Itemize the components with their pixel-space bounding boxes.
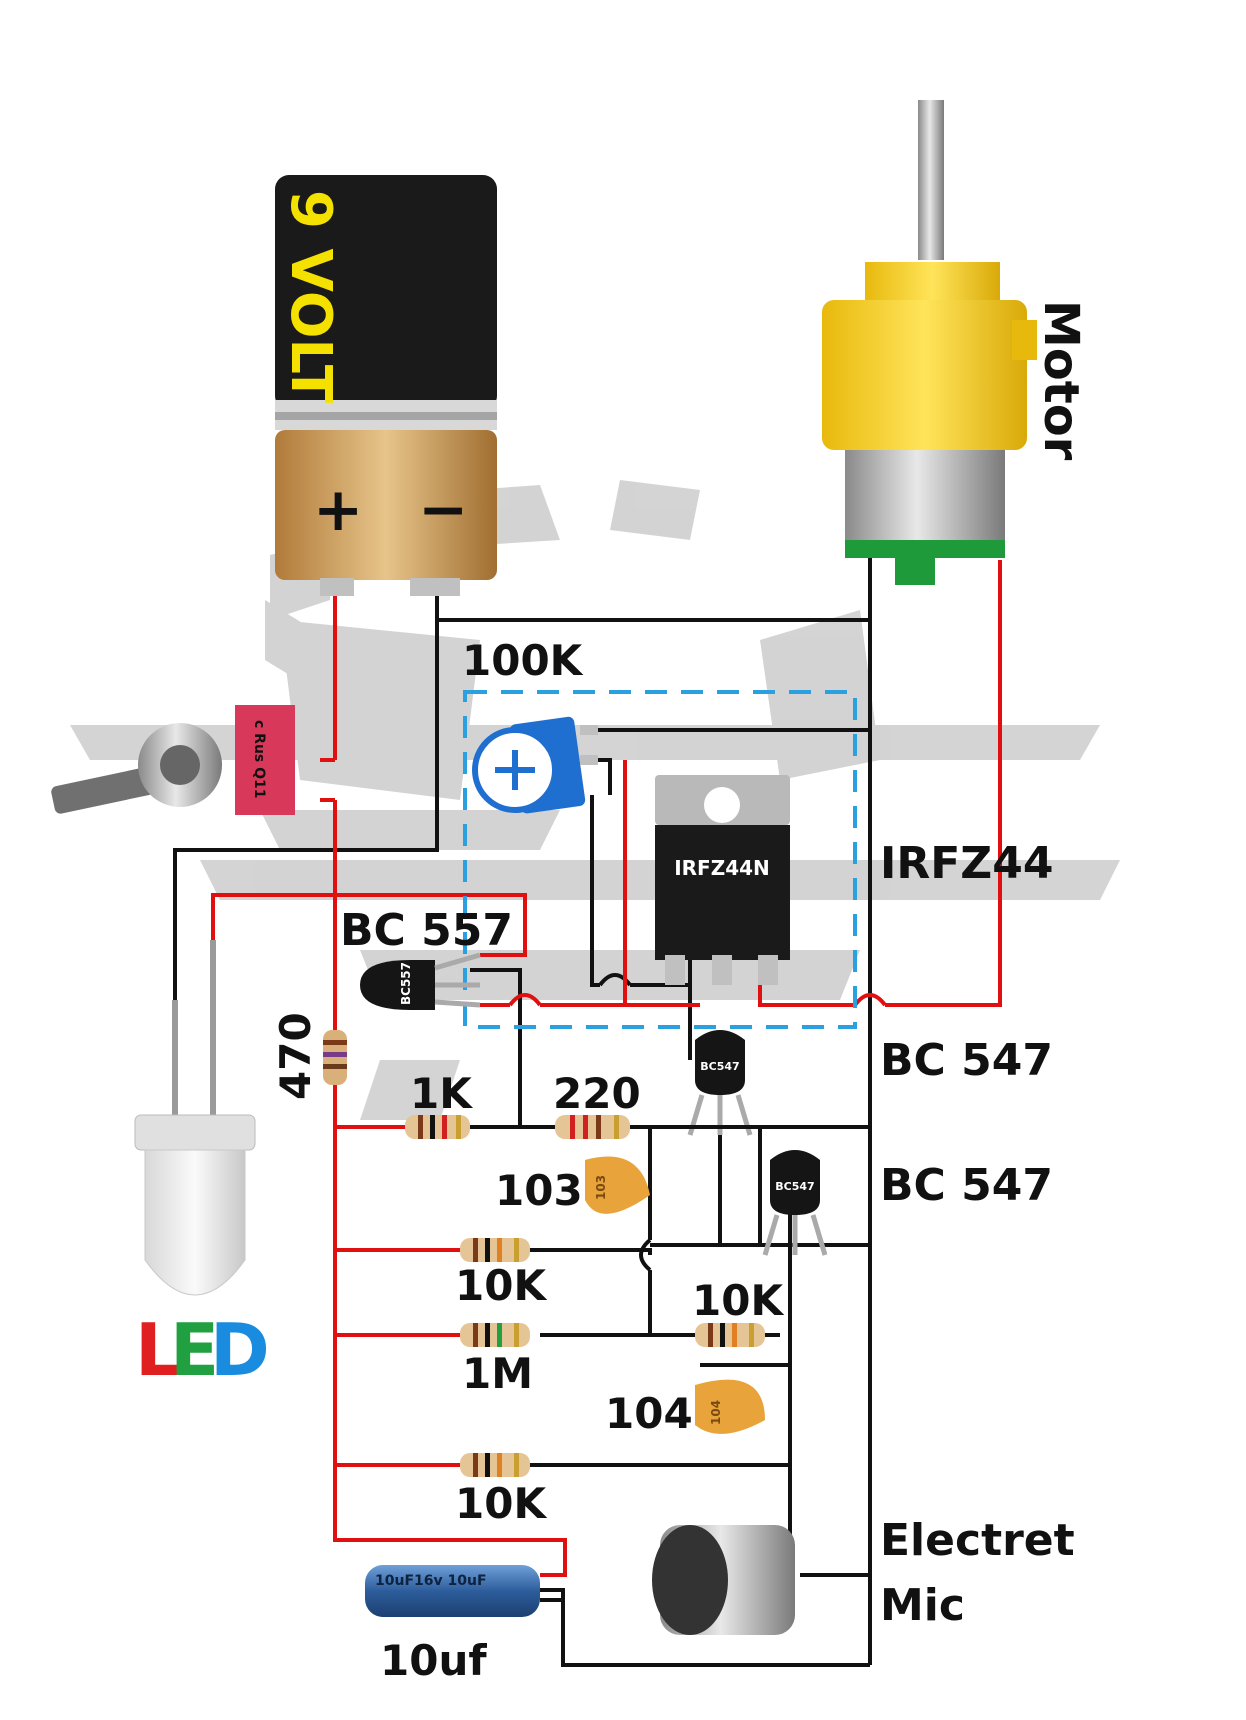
- capacitor-10uf: 10uF16v 10uF: [365, 1565, 540, 1617]
- led-letter-l: L: [135, 1308, 181, 1392]
- resistor-10k-c: [460, 1453, 530, 1477]
- battery-label: 9 VOLT: [278, 190, 343, 403]
- mosfet-label: IRFZ44: [880, 838, 1053, 889]
- bc557-body-text: BC557: [399, 962, 413, 1005]
- mic-label-line1: Electret: [880, 1515, 1075, 1566]
- bc547-1-body-text: BC547: [700, 1060, 739, 1073]
- mic-label-line2: Mic: [880, 1580, 965, 1631]
- battery-plus-sign: +: [313, 475, 363, 545]
- cap10-label: 10uf: [380, 1636, 487, 1685]
- transistor-bc547-2: BC547: [762, 1150, 828, 1256]
- r470-label: 470: [271, 1012, 320, 1100]
- resistor-10k-b: [695, 1323, 765, 1347]
- switch-body-text: c Rus Q11: [251, 720, 267, 799]
- r10k-c-label: 10K: [455, 1479, 547, 1528]
- resistor-10k-a: [460, 1238, 530, 1262]
- resistor-1k: [405, 1115, 470, 1139]
- toggle-switch[interactable]: c Rus Q11: [50, 705, 295, 815]
- cap10-body-text: 10uF16v 10uF: [375, 1573, 487, 1589]
- motor-label: Motor: [1033, 300, 1089, 461]
- c103-label: 103: [495, 1166, 583, 1215]
- bc557-label: BC 557: [340, 905, 513, 956]
- motor: Motor: [822, 100, 1089, 585]
- c103-body-text: 103: [594, 1175, 608, 1200]
- transistor-bc557: BC557: [360, 952, 481, 1010]
- bc547-2-label: BC 547: [880, 1160, 1053, 1211]
- c104-body-text: 104: [709, 1400, 723, 1425]
- resistor-470: [323, 1030, 347, 1085]
- c104-label: 104: [605, 1389, 693, 1438]
- mosfet-body-text: IRFZ44N: [674, 856, 770, 880]
- led-letter-e: E: [170, 1308, 219, 1392]
- electret-mic: [652, 1525, 795, 1635]
- potentiometer-100k[interactable]: [472, 716, 598, 814]
- r10k-a-label: 10K: [455, 1261, 547, 1310]
- resistor-220: [555, 1115, 630, 1139]
- battery-minus-sign: −: [418, 475, 468, 545]
- pot-label: 100K: [462, 636, 584, 685]
- bc547-2-body-text: BC547: [775, 1180, 814, 1193]
- r10k-b-label: 10K: [692, 1276, 784, 1325]
- transistor-bc547-1: BC547: [687, 1030, 753, 1136]
- watermark-logo: [70, 480, 1120, 1120]
- bc547-1-label: BC 547: [880, 1035, 1053, 1086]
- capacitor-104: 104: [695, 1379, 765, 1434]
- led-letter-d: D: [210, 1308, 270, 1392]
- led: L E D: [134, 940, 270, 1392]
- battery-9v: 9 VOLT + −: [275, 175, 497, 596]
- r1m-label: 1M: [462, 1349, 533, 1398]
- capacitor-103: 103: [585, 1156, 650, 1214]
- r1k-label: 1K: [410, 1069, 473, 1118]
- mosfet-irfz44n: IRFZ44N: [655, 775, 790, 985]
- resistor-1m: [460, 1323, 530, 1347]
- pot-region-box: [463, 690, 857, 1029]
- r220-label: 220: [553, 1069, 641, 1118]
